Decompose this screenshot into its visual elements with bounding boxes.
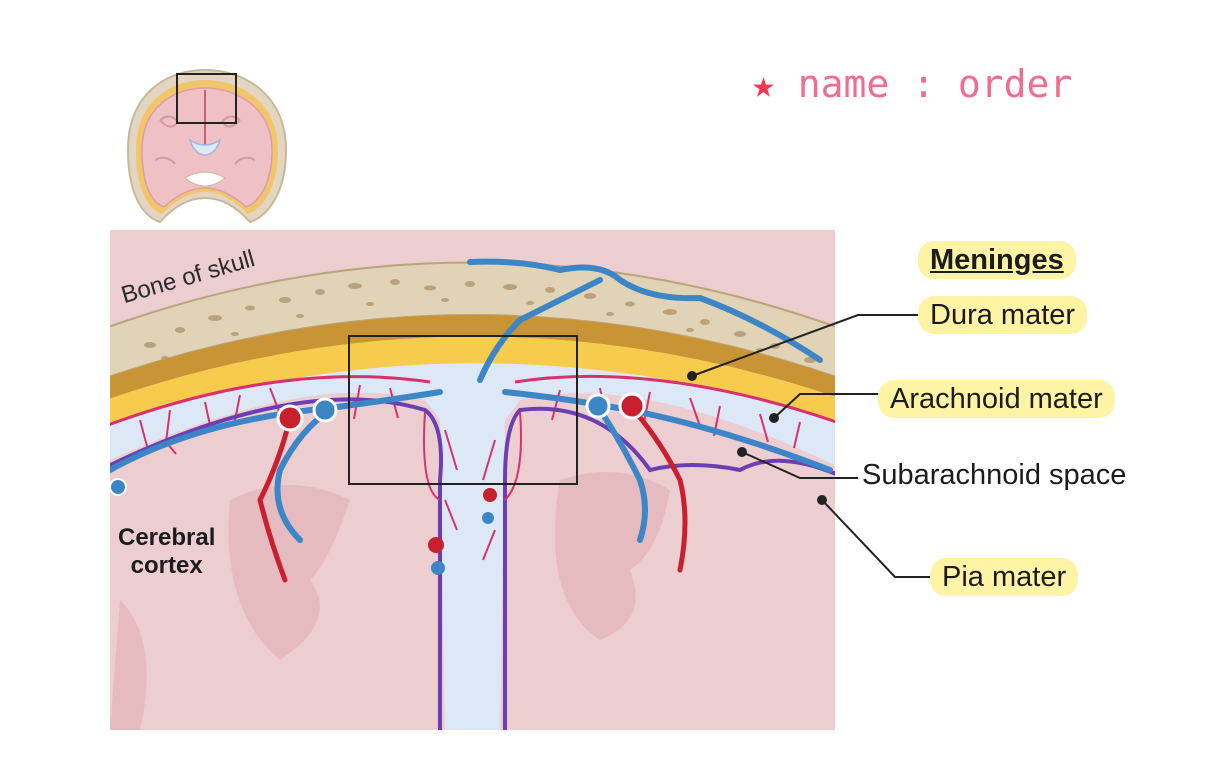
cortex-label-line2: cortex [130,552,203,579]
cerebral-cortex-label: Cerebral cortex [118,524,215,580]
handwritten-note: ★ name : order [752,62,1072,106]
meninges-heading: Meninges [918,241,1076,279]
cortex-label-line1: Cerebral [118,524,216,551]
dura-mater-label: Dura mater [918,296,1088,334]
arachnoid-mater-label: Arachnoid mater [878,380,1115,418]
meninges-cross-section [110,230,835,730]
pia-mater-label: Pia mater [930,558,1079,596]
subarachnoid-space-label: Subarachnoid space [862,459,1127,491]
zoom-box-icon [176,73,237,124]
note-text: name : order [797,62,1073,106]
brain-coronal-thumbnail-icon [126,68,288,224]
star-icon: ★ [752,62,775,106]
